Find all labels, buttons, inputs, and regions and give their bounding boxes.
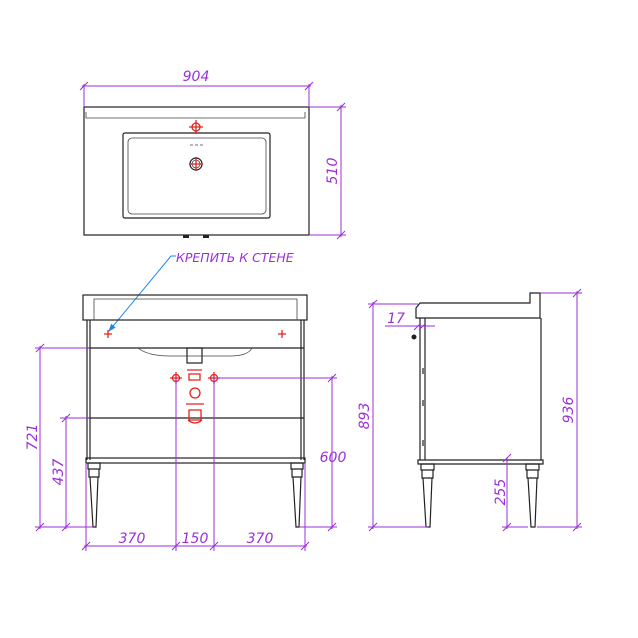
wall-mount-note: КРЕПИТЬ К СТЕНЕ — [176, 250, 294, 265]
dim-721: 721 — [25, 424, 41, 451]
dim-17: 17 — [387, 311, 405, 327]
dim-893: 893 — [357, 403, 373, 430]
dim-150: 150 — [182, 531, 209, 547]
dim-depth: 510 — [325, 158, 341, 185]
dim-936: 936 — [561, 397, 577, 424]
mount-point-icon — [278, 330, 286, 338]
side-view: 893 936 255 17 — [357, 288, 582, 532]
basin-outline — [122, 132, 271, 219]
mount-point-icon — [104, 330, 112, 338]
drain-icon — [189, 157, 203, 171]
tap-hole-icon — [189, 120, 203, 134]
front-view: 721 437 600 370 150 370 — [25, 294, 347, 551]
dim-370-left: 370 — [119, 531, 146, 547]
dim-600: 600 — [320, 450, 347, 466]
siphon-icon — [186, 369, 204, 424]
door-knob-icon — [411, 334, 417, 340]
dim-437: 437 — [51, 459, 67, 486]
dim-370-right: 370 — [247, 531, 274, 547]
leader-arrow — [108, 255, 176, 332]
dim-width: 904 — [183, 69, 210, 85]
top-view: 904 510 — [79, 69, 346, 240]
dim-255: 255 — [493, 479, 509, 506]
